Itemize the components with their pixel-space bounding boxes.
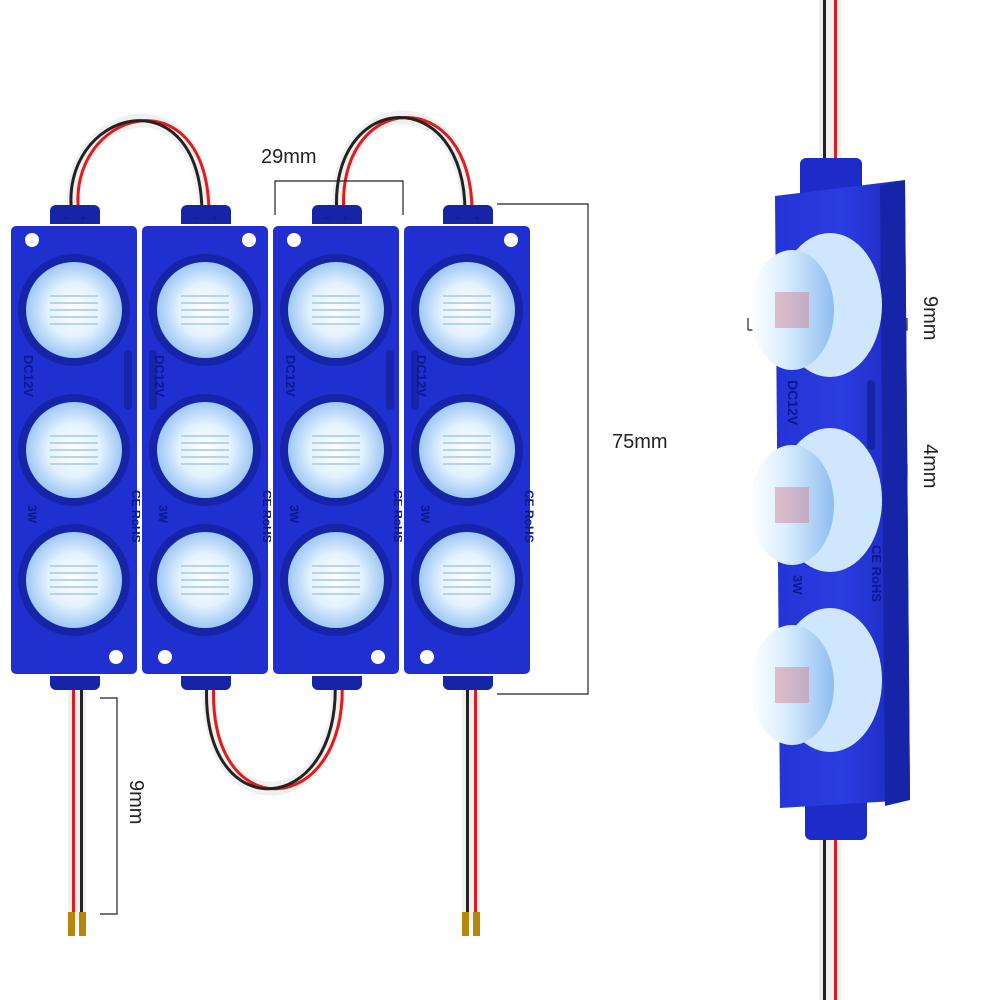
wire-leads	[68, 685, 480, 936]
dim-label-lens-height: 9mm	[919, 296, 941, 341]
dim-label-pitch: 29mm	[261, 146, 317, 168]
polarity-plus: +	[80, 211, 87, 225]
side-view-module: DC12V CE RoHS 3W	[750, 0, 910, 1000]
side-print-power: 3W	[790, 575, 805, 595]
polarity-minus: −	[62, 211, 69, 225]
polarity-minus: −	[455, 211, 462, 225]
led-module: DC12V CE RoHS 3W −+	[140, 205, 274, 690]
dim-label-wire: 9mm	[125, 780, 147, 825]
side-print-voltage: DC12V	[785, 380, 801, 426]
module-print-voltage: DC12V	[21, 355, 36, 397]
led-module: DC12V CE RoHS 3W −+	[271, 205, 405, 690]
wire-loop-bottom	[202, 679, 346, 796]
led-module: DC12V CE RoHS 3W −+	[9, 205, 143, 690]
module-print-cert: CE RoHS	[129, 490, 143, 543]
module-print-power: 3W	[418, 505, 432, 524]
module-print-power: 3W	[156, 505, 170, 524]
polarity-plus: +	[342, 211, 349, 225]
module-print-cert: CE RoHS	[260, 490, 274, 543]
led-module: DC12V CE RoHS 3W −+	[402, 205, 536, 690]
module-print-voltage: DC12V	[414, 355, 429, 397]
module-print-voltage: DC12V	[283, 355, 298, 397]
module-print-voltage: DC12V	[152, 355, 167, 397]
dim-label-body-height: 4mm	[919, 444, 941, 489]
module-print-power: 3W	[25, 505, 39, 524]
wire-loops-top	[66, 110, 476, 216]
polarity-plus: +	[473, 211, 480, 225]
module-print-power: 3W	[287, 505, 301, 524]
polarity-minus: −	[193, 211, 200, 225]
polarity-plus: +	[211, 211, 218, 225]
side-print-cert: CE RoHS	[869, 545, 884, 602]
dim-label-length: 75mm	[612, 431, 668, 453]
polarity-minus: −	[324, 211, 331, 225]
module-print-cert: CE RoHS	[522, 490, 536, 543]
module-print-cert: CE RoHS	[391, 490, 405, 543]
